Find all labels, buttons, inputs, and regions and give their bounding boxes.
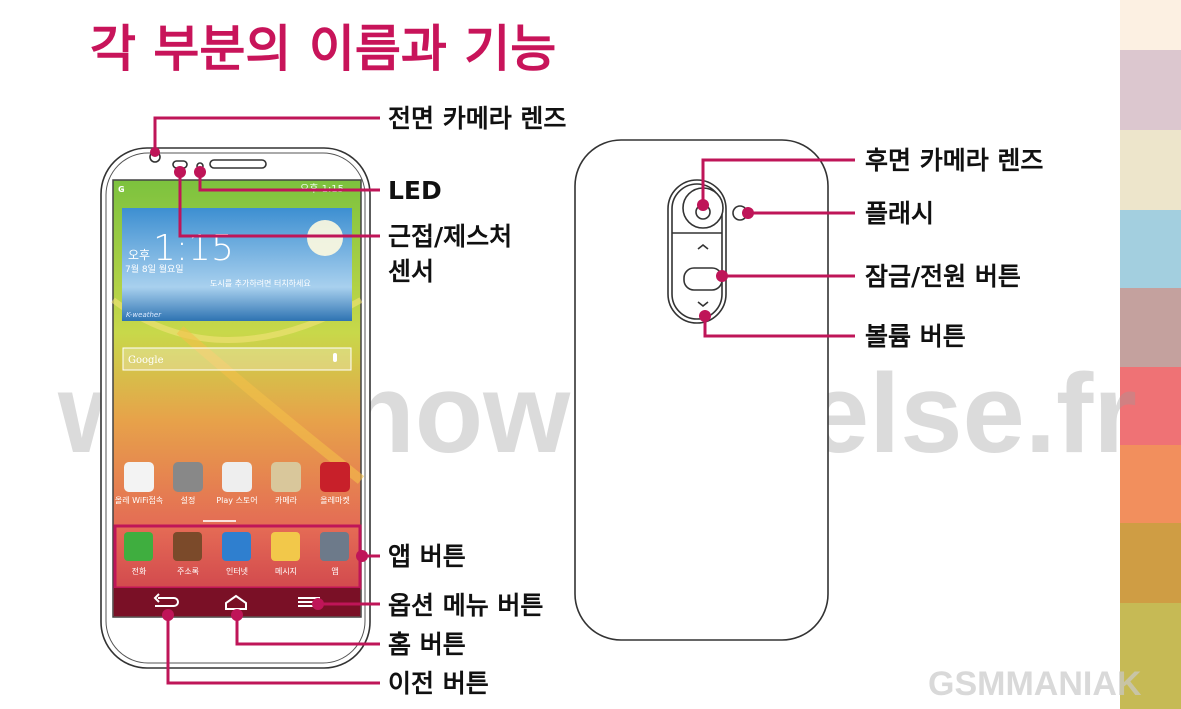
strip-band: [1120, 288, 1181, 367]
front-leader-lines: [150, 116, 380, 685]
strip-band: [1120, 0, 1181, 50]
label-flash: 플래시: [865, 199, 934, 228]
label-option-menu: 옵션 메뉴 버튼: [388, 591, 543, 620]
strip-band: [1120, 523, 1181, 603]
strip-band: [1120, 367, 1181, 445]
logo-watermark: GSMMANIAK: [928, 665, 1142, 703]
strip-band: [1120, 50, 1181, 130]
label-volume: 볼륨 버튼: [865, 322, 966, 351]
strip-band: [1120, 445, 1181, 523]
mic-icon[interactable]: [333, 353, 337, 362]
volume-up-icon: [697, 243, 709, 250]
earpiece: [209, 159, 267, 169]
back-icon[interactable]: [153, 593, 179, 607]
back-leader-lines: [697, 158, 855, 338]
app-label: 카메라: [275, 496, 298, 505]
app-label: Play 스토어: [216, 495, 257, 505]
label-led: LED: [388, 176, 442, 205]
dock-icon[interactable]: [173, 532, 202, 561]
weather-brand: K-weather: [126, 311, 162, 319]
dock-label: 앱: [331, 567, 338, 576]
app-label: 올레 WiFi접속: [115, 495, 163, 505]
page-title: 각 부분의 이름과 기능: [90, 20, 556, 78]
app-icon[interactable]: [320, 462, 350, 492]
strip-band: [1120, 603, 1181, 709]
strip-band: [1120, 130, 1181, 210]
back-phone: [574, 139, 829, 641]
label-power: 잠금/전원 버튼: [865, 262, 1021, 291]
label-sensor: 근접/제스처: [388, 222, 512, 251]
dock-icon[interactable]: [271, 532, 300, 561]
dock-label: 메시지: [275, 567, 297, 576]
dock-icon[interactable]: [124, 532, 153, 561]
clock: 1:15: [153, 228, 234, 269]
label-rear-camera: 후면 카메라 렌즈: [865, 146, 1043, 175]
power-button: [683, 267, 723, 291]
dock-icon[interactable]: [222, 532, 251, 561]
app-label: 올레마켓: [320, 495, 349, 505]
app-label: 설정: [181, 495, 196, 505]
side-color-strip: [1120, 0, 1181, 709]
app-icon[interactable]: [222, 462, 252, 492]
app-icon[interactable]: [271, 462, 301, 492]
home-icon[interactable]: [225, 594, 247, 610]
app-icon[interactable]: [124, 462, 154, 492]
label-front-camera: 전면 카메라 렌즈: [388, 104, 566, 133]
search-label: Google: [128, 355, 164, 366]
weather-hint: 도시를 추가하려면 터치하세요: [210, 278, 311, 288]
label-home: 홈 버튼: [388, 630, 466, 659]
label-sensor-2: 센서: [388, 257, 434, 286]
dock-label: 인터넷: [226, 566, 248, 576]
front-phone: ɢ 오후 1:15 오후 1:15 7월 8일 월요일 도시를 추가하려면 터치…: [100, 147, 371, 669]
dock-label: 주소록: [177, 567, 199, 576]
label-app-button: 앱 버튼: [388, 542, 466, 571]
label-back: 이전 버튼: [388, 669, 489, 698]
clock-ampm: 오후: [128, 248, 150, 262]
strip-band: [1120, 210, 1181, 288]
svg-text:ɢ: ɢ: [118, 182, 125, 195]
dock-label: 전화: [132, 566, 147, 576]
app-icon[interactable]: [173, 462, 203, 492]
search-bar[interactable]: [122, 347, 352, 371]
volume-down-icon: [697, 301, 709, 308]
dock-icon[interactable]: [320, 532, 349, 561]
clock-date: 7월 8일 월요일: [125, 263, 184, 275]
